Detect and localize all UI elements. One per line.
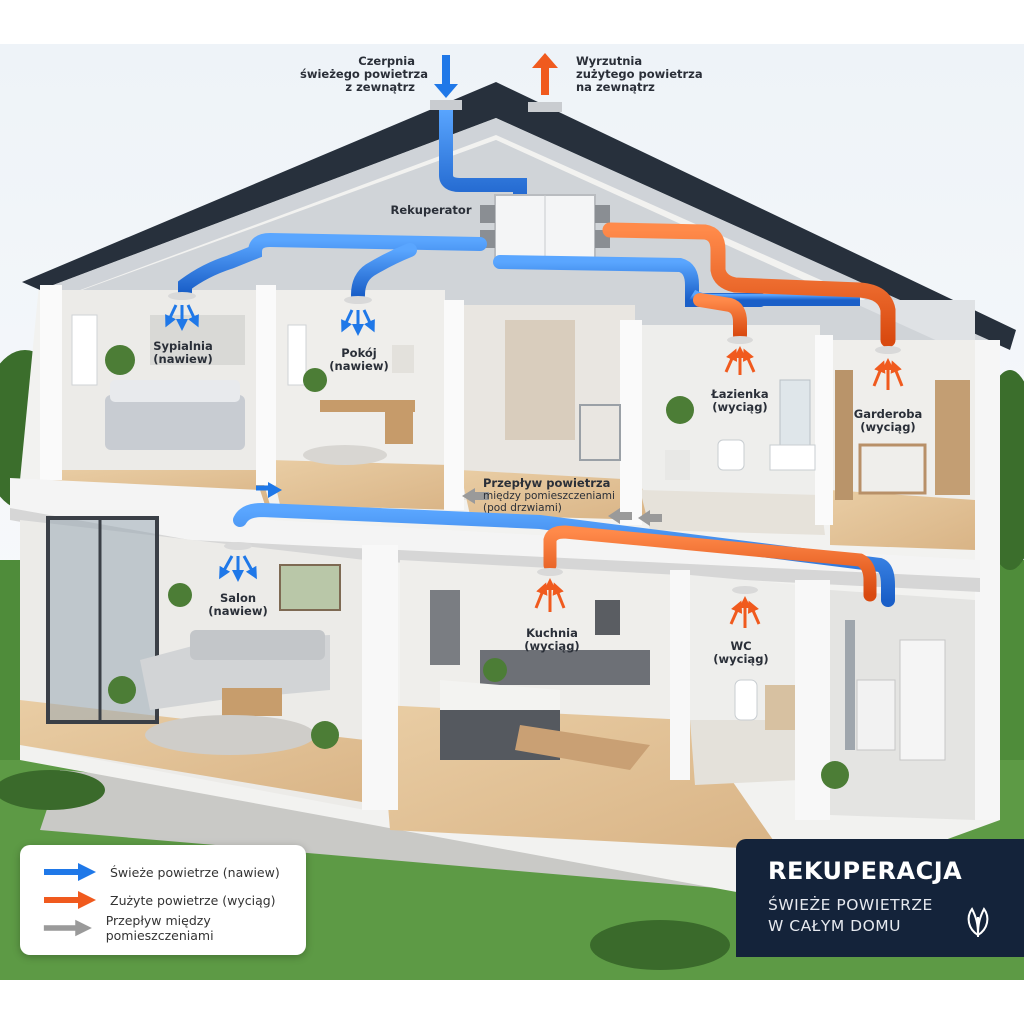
room-name-salon: Salon xyxy=(219,591,257,605)
legend-item-fresh: Świeże powietrze (nawiew) xyxy=(42,860,280,884)
room-label-kuchnia: Kuchnia (wyciąg) xyxy=(509,626,595,654)
supply-arrows-sypialnia xyxy=(165,304,199,331)
room-mode-sypialnia: (nawiew) xyxy=(153,352,213,367)
diffuser-sypialnia xyxy=(168,292,196,300)
coffee-table xyxy=(222,688,282,716)
shrub-front xyxy=(590,920,730,970)
exhaust-duct-garderoba xyxy=(602,222,896,348)
room-name-kuchnia: Kuchnia xyxy=(526,626,578,640)
room-label-sypialnia: Sypialnia (nawiew) xyxy=(140,339,226,367)
transfer-label-line2: między pomieszczeniami xyxy=(483,490,615,503)
room-name-sypialnia: Sypialnia xyxy=(153,339,213,353)
room-label-wc: WC (wyciąg) xyxy=(698,639,784,667)
intake-label: Czerpnia świeżego powietrza z zewnątrz xyxy=(300,54,428,95)
recuperator-label-text: Rekuperator xyxy=(390,203,472,217)
legend-item-exhaust: Zużyte powietrze (wyciąg) xyxy=(42,888,276,912)
exhaust-arrows-lazienka xyxy=(724,346,756,375)
roof xyxy=(22,82,1016,350)
recuperator-label: Rekuperator xyxy=(385,203,477,217)
transfer-arrows xyxy=(462,488,662,526)
brand-subtitle: ŚWIEŻE POWIETRZE W CAŁYM DOMU xyxy=(768,895,933,937)
transfer-label-line3: (pod drzwiami) xyxy=(483,502,562,515)
boiler xyxy=(899,639,946,761)
supply-arrows-salon xyxy=(219,555,257,582)
room-mode-kuchnia: (wyciąg) xyxy=(524,639,580,654)
leaf-icon xyxy=(967,907,989,937)
exhaust-duct-kuchnia xyxy=(543,525,877,602)
desk xyxy=(320,400,415,412)
legend-label-fresh: Świeże powietrze (nawiew) xyxy=(110,864,280,880)
landscape-painting xyxy=(279,564,341,611)
exhaust-arrows-kuchnia xyxy=(534,578,566,612)
legend-label-transfer: Przepływ między pomieszczeniami xyxy=(105,913,214,943)
room-label-lazienka: Łazienka (wyciąg) xyxy=(697,387,783,415)
exhaust-label-line2: zużytego powietrza xyxy=(576,67,703,82)
arrow-right-blue-icon xyxy=(44,863,96,881)
arrow-right-orange-icon xyxy=(44,891,96,909)
exhaust-label-line3: na zewnątrz xyxy=(576,80,655,95)
exhaust-arrow-icon xyxy=(532,53,558,68)
intake-label-line1: Czerpnia xyxy=(358,54,415,68)
room-mode-wc: (wyciąg) xyxy=(713,652,769,667)
supply-arrows-pokoj xyxy=(341,309,375,336)
exhaust-arrows-wc xyxy=(729,596,761,628)
exhaust-duct-lazienka xyxy=(693,293,747,342)
brand-subtitle-line1: ŚWIEŻE POWIETRZE xyxy=(768,896,933,914)
room-name-lazienka: Łazienka xyxy=(711,387,769,401)
arrow-right-gray-icon xyxy=(43,919,92,937)
transfer-arrow-blue-icon xyxy=(268,482,282,498)
brand-subtitle-line2: W CAŁYM DOMU xyxy=(768,916,902,935)
room-name-garderoba: Garderoba xyxy=(853,407,923,421)
room-mode-garderoba: (wyciąg) xyxy=(860,420,916,435)
bed xyxy=(105,395,245,450)
glass-doors xyxy=(50,520,155,720)
room-label-garderoba: Garderoba (wyciąg) xyxy=(845,407,931,435)
legend-panel: Świeże powietrze (nawiew) Zużyte powietr… xyxy=(20,845,306,955)
exhaust-arrows-garderoba xyxy=(872,358,904,390)
legend-label-exhaust: Zużyte powietrze (wyciąg) xyxy=(110,892,276,908)
room-name-wc: WC xyxy=(730,639,752,653)
oven-column xyxy=(430,590,460,665)
brand-title: REKUPERACJA xyxy=(768,857,963,885)
dining-table xyxy=(515,725,650,770)
intake-duct xyxy=(439,101,527,217)
kitchen-cabinets xyxy=(480,650,650,685)
room-name-pokoj: Pokój xyxy=(341,346,377,360)
intake-label-line3: z zewnątrz xyxy=(345,80,415,95)
intake-arrow-icon xyxy=(434,84,458,98)
brand-panel: REKUPERACJA ŚWIEŻE POWIETRZE W CAŁYM DOM… xyxy=(736,839,1024,957)
supply-duct-pokoj xyxy=(351,243,417,302)
room-mode-pokoj: (nawiew) xyxy=(329,359,389,374)
supply-duct-bedroom xyxy=(178,232,487,299)
room-label-pokoj: Pokój (nawiew) xyxy=(316,346,402,374)
transfer-label-line1: Przepływ powietrza xyxy=(483,476,611,490)
room-label-salon: Salon (nawiew) xyxy=(195,591,281,619)
exhaust-label-line1: Wyrzutnia xyxy=(576,54,643,68)
room-mode-salon: (nawiew) xyxy=(208,604,268,619)
exhaust-label: Wyrzutnia zużytego powietrza na zewnątrz xyxy=(576,54,706,95)
legend-item-transfer: Przepływ między pomieszczeniami xyxy=(42,913,306,943)
room-mode-lazienka: (wyciąg) xyxy=(712,400,768,415)
transfer-label: Przepływ powietrza między pomieszczeniam… xyxy=(483,476,623,515)
intake-label-line2: świeżego powietrza xyxy=(300,67,428,82)
